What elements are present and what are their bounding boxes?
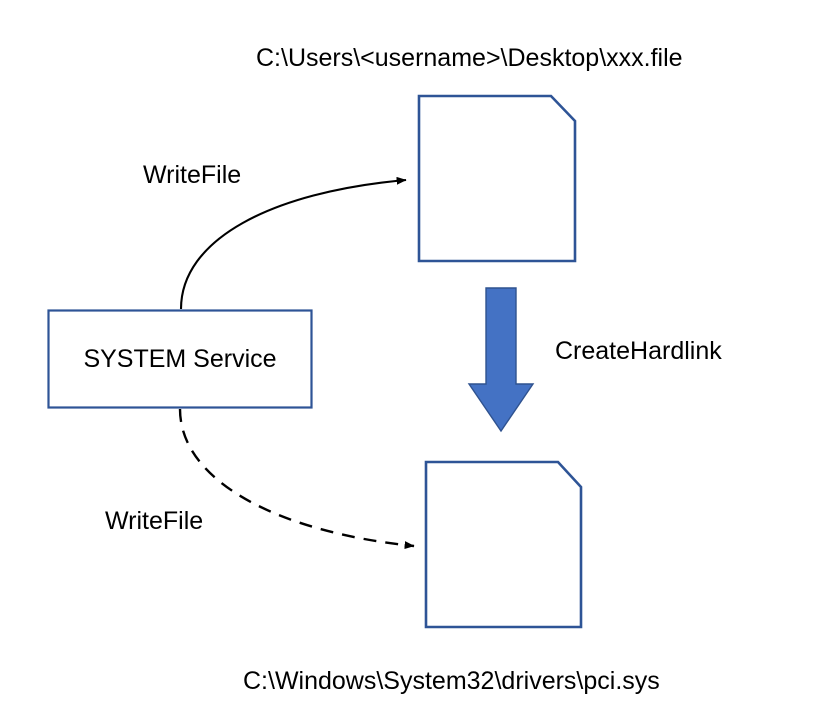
edge-label-write-file-lower: WriteFile xyxy=(105,507,204,535)
create-hardlink-block-arrow[interactable] xyxy=(467,287,535,433)
service-box-label: SYSTEM Service xyxy=(83,344,277,373)
top-document-shape[interactable] xyxy=(417,94,577,263)
bottom-document-path-label: C:\Windows\System32\drivers\pci.sys xyxy=(243,667,660,695)
top-document-path-label: C:\Users\<username>\Desktop\xxx.file xyxy=(256,44,683,72)
edge-label-create-hardlink: CreateHardlink xyxy=(555,337,722,365)
edge-label-write-file-upper: WriteFile xyxy=(143,161,242,189)
service-box-shape[interactable] xyxy=(47,309,313,409)
bottom-document-shape[interactable] xyxy=(424,460,583,629)
connector-write-file-upper xyxy=(179,176,407,310)
connector-write-file-lower xyxy=(178,408,415,550)
